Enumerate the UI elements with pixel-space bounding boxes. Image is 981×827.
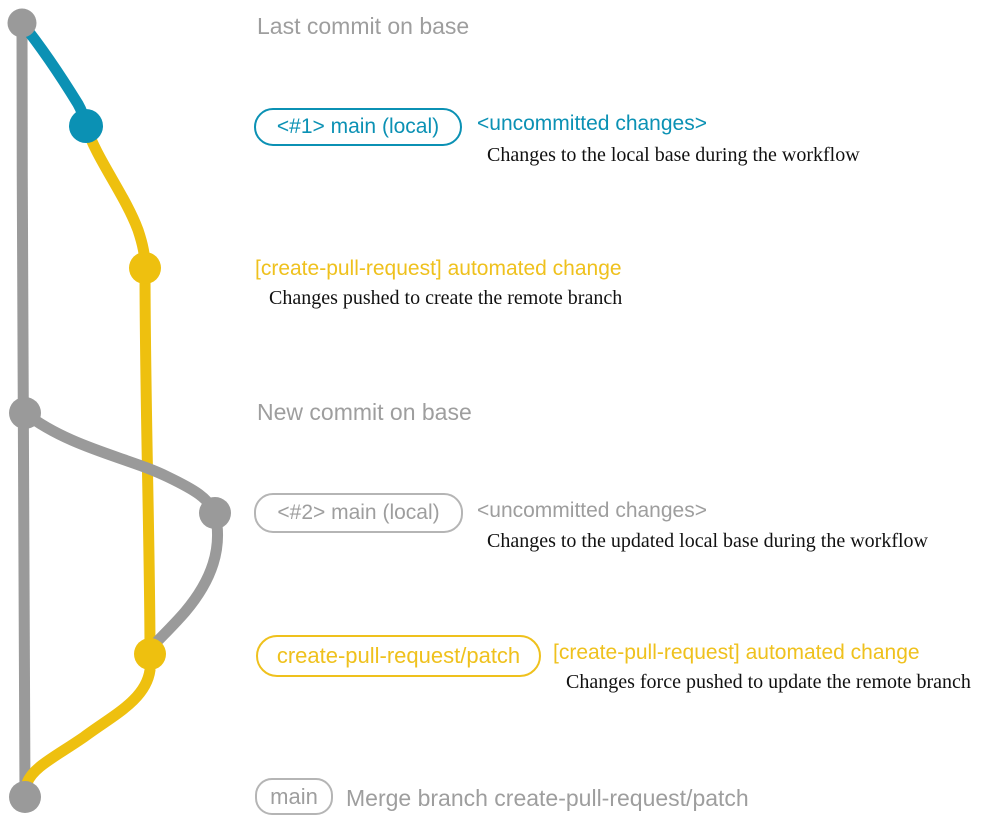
commit-node-last-base	[7, 8, 37, 38]
automated-change-note-1: [create-pull-request] automated change	[255, 257, 622, 280]
patch-branch-create-line	[80, 120, 151, 274]
uncommitted-changes-note-1: <uncommitted changes>	[477, 112, 707, 135]
automated-change-note-2: [create-pull-request] automated change	[553, 641, 920, 664]
uncommitted-changes-desc-1: Changes to the local base during the wor…	[487, 144, 860, 166]
commit-node-main-local-2	[199, 497, 231, 529]
branch-badge-patch: create-pull-request/patch	[256, 635, 541, 677]
branch-badge-main-local-2: <#2> main (local)	[254, 493, 463, 533]
branch-badge-patch-label: create-pull-request/patch	[276, 643, 521, 668]
git-graph	[7, 8, 231, 813]
commit-node-automated-change-2	[134, 638, 166, 670]
base-branch-line	[16, 17, 31, 803]
rebased-main-in-line	[148, 507, 223, 651]
branch-badge-main-local-1-label: <#1> main (local)	[276, 115, 440, 138]
rebased-main-out-line	[19, 407, 221, 519]
patch-merge-line	[21, 664, 156, 789]
automated-change-desc-2: Changes force pushed to update the remot…	[566, 671, 971, 693]
branch-badge-main: main	[255, 778, 333, 815]
local-main-branch-line	[16, 17, 92, 132]
branch-badge-main-label: main	[270, 783, 318, 809]
branch-badge-main-local-1: <#1> main (local)	[254, 108, 462, 146]
branch-badge-main-local-2-label: <#2> main (local)	[277, 501, 440, 524]
uncommitted-changes-note-2: <uncommitted changes>	[477, 499, 707, 522]
uncommitted-changes-desc-2: Changes to the updated local base during…	[487, 530, 928, 552]
last-commit-label: Last commit on base	[257, 13, 470, 39]
commit-node-automated-change-1	[129, 252, 161, 284]
commit-node-main-local-1	[69, 109, 103, 143]
automated-change-desc-1: Changes pushed to create the remote bran…	[269, 287, 623, 309]
new-commit-label: New commit on base	[257, 399, 472, 425]
commit-node-new-base	[9, 397, 41, 429]
patch-branch-vertical-line	[139, 262, 156, 660]
merge-commit-label: Merge branch create-pull-request/patch	[346, 785, 749, 811]
commit-node-merge	[9, 781, 41, 813]
